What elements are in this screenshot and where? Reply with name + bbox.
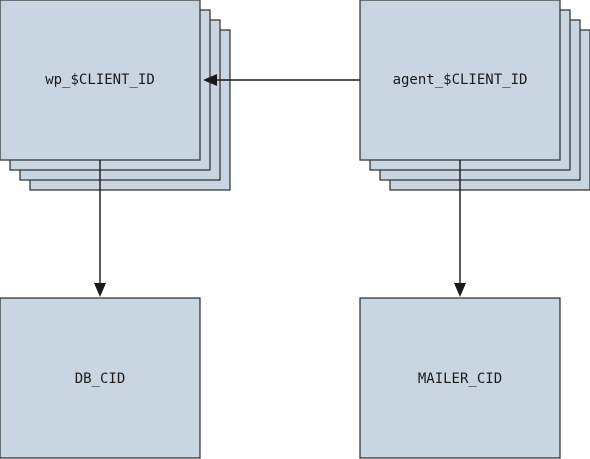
mailer-label: MAILER_CID (418, 371, 502, 387)
db-node: DB_CID (0, 297, 201, 459)
wp-client-stack: wp_$CLIENT_ID (0, 0, 231, 191)
agent-client-box (359, 0, 561, 161)
agent-client-stack: agent_$CLIENT_ID (359, 0, 590, 191)
mailer-box (359, 297, 561, 459)
edge-agent-to-mailer (454, 160, 466, 297)
edge-agent-to-wp-arrowhead (203, 74, 217, 86)
db-label: DB_CID (75, 371, 126, 387)
edge-agent-to-wp (203, 74, 360, 86)
mailer-node: MAILER_CID (359, 297, 561, 459)
edge-wp-to-db (94, 160, 106, 297)
edge-wp-to-db-arrowhead (94, 283, 106, 297)
db-box (0, 297, 201, 459)
wp-client-label: wp_$CLIENT_ID (45, 72, 155, 88)
wp-client-box (0, 0, 201, 161)
agent-client-label: agent_$CLIENT_ID (393, 72, 528, 88)
edge-agent-to-mailer-arrowhead (454, 283, 466, 297)
